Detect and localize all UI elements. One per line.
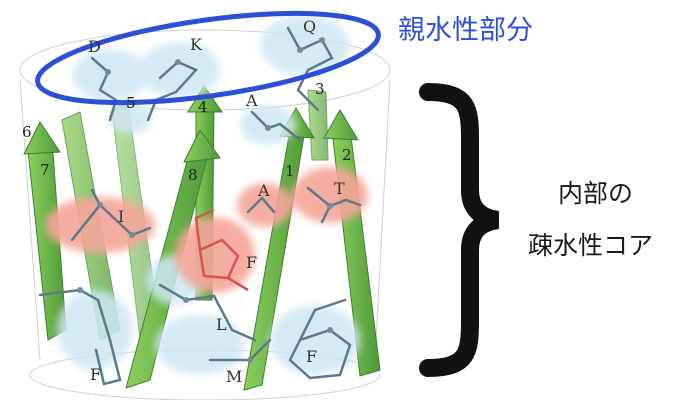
residue-label-a-rim: A	[245, 91, 258, 110]
strand-number-7: 7	[40, 161, 50, 179]
residue-label-t: T	[334, 179, 345, 198]
residue-label-a-core: A	[257, 181, 270, 200]
residue-label-f-right: F	[306, 347, 317, 366]
strand-number-4: 4	[198, 98, 208, 116]
hydrophilic-part-label: 親水性部分	[398, 8, 533, 47]
strand-number-6: 6	[22, 123, 32, 141]
strand-3	[308, 90, 328, 160]
residue-label-l: L	[216, 315, 227, 334]
residue-label-f-core: F	[246, 253, 257, 272]
residue-label-k: K	[190, 35, 203, 54]
strand-number-1: 1	[285, 162, 295, 180]
residue-label-q: Q	[303, 17, 316, 36]
core-label-line2: 疎水性コア	[528, 220, 693, 272]
hydrophobic-core-label: 内部の 疎水性コア	[528, 168, 693, 272]
strand-number-2: 2	[342, 146, 352, 164]
curly-brace	[428, 92, 498, 368]
residue-label-m: M	[226, 367, 242, 386]
strand-number-5: 5	[126, 94, 136, 112]
residue-label-i: I	[118, 207, 124, 226]
residue-label-f-left: F	[90, 365, 101, 384]
core-label-line1: 内部の	[528, 168, 693, 220]
strand-number-8: 8	[188, 166, 198, 184]
strand-number-3: 3	[315, 80, 325, 98]
residue-label-d: D	[88, 37, 101, 56]
